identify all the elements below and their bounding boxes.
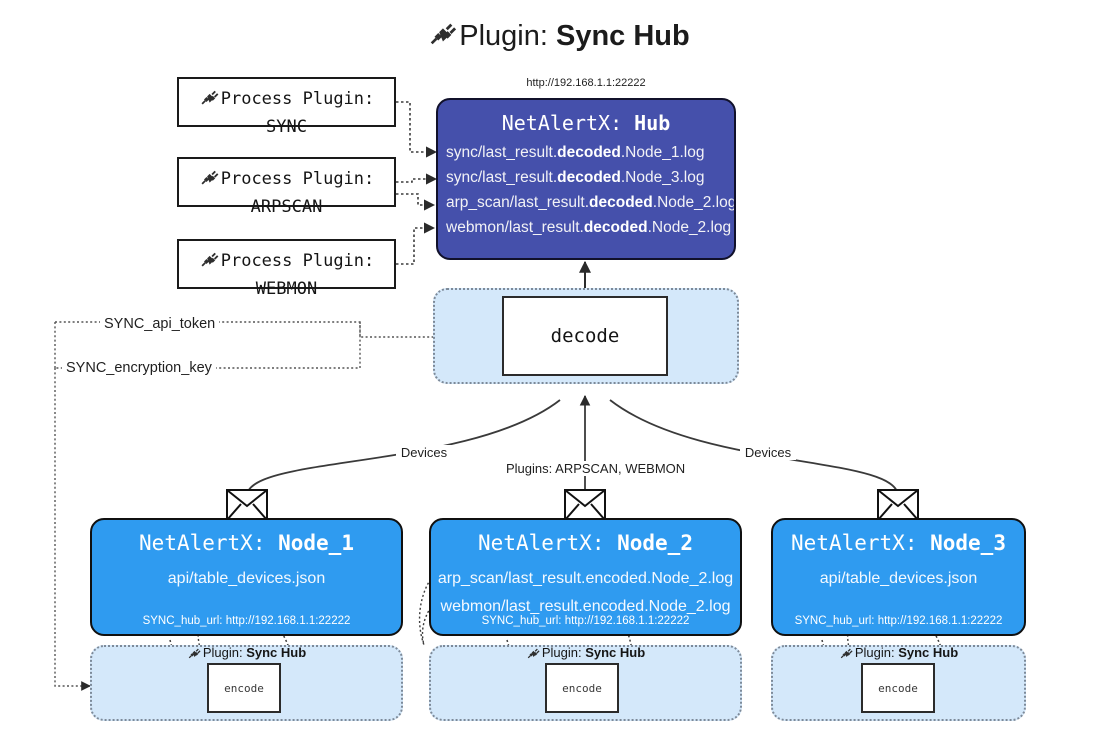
node-line-list: arp_scan/last_result.encoded.Node_2.log … [431,565,740,621]
hub-log-pre: sync/last_result. [446,144,558,161]
node-line-list: api/table_devices.json [92,565,401,593]
plug-icon [427,18,457,59]
process-plugin-box-webmon[interactable]: Process Plugin: WEBMON [177,239,396,299]
process-plugin-title: Process Plugin: [220,89,375,109]
process-plugin-line1: Process Plugin: [179,87,394,115]
hub-log-bold: decoded [557,144,621,161]
node-hub-url: SYNC_hub_url: http://192.168.1.1:22222 [794,615,1003,627]
hub-log-bold: decoded [583,219,648,236]
hub-url: http://192.168.1.1:22222 [526,77,646,89]
hub-box[interactable]: NetAlertX: Hub sync/last_result.decoded.… [436,98,736,260]
hub-log-post: .Node_2.log [652,194,736,211]
encode-box-node-3[interactable]: encode [861,663,935,713]
encode-label: encode [562,681,602,695]
node-line: api/table_devices.json [819,570,978,587]
encode-caption: Plugin: Sync Hub [771,645,1026,663]
page-title-prefix: Plugin: [459,20,556,52]
node-title: NetAlertX: Node_3 [773,527,1024,559]
node-title-prefix: NetAlertX: [478,531,618,555]
hub-log-line: webmon/last_result.decoded.Node_2.log [446,215,734,240]
encode-caption-prefix: Plugin: [202,645,247,660]
hub-title-name: Hub [634,111,671,135]
node-line: webmon/last_result.encoded.Node_2.log [440,598,731,615]
node-title-name: Node_2 [617,531,693,555]
hub-log-list: sync/last_result.decoded.Node_1.log sync… [438,140,734,240]
hub-log-line: arp_scan/last_result.decoded.Node_2.log [446,190,734,215]
process-plugin-name: ARPSCAN [250,197,323,217]
page-title-name: Sync Hub [555,20,690,52]
hub-log-pre: webmon/last_result. [446,219,584,236]
envelope-icon [564,489,606,521]
hub-log-pre: sync/last_result. [446,169,558,186]
node-hub-url: SYNC_hub_url: http://192.168.1.1:22222 [481,615,690,627]
process-plugin-title: Process Plugin: [220,169,375,189]
hub-log-line: sync/last_result.decoded.Node_3.log [446,165,734,190]
encode-label: encode [224,681,264,695]
hub-log-post: .Node_2.log [647,219,732,236]
encode-caption-prefix: Plugin: [541,645,586,660]
node-hub-url: SYNC_hub_url: http://192.168.1.1:22222 [142,615,351,627]
encode-caption: Plugin: Sync Hub [429,645,742,663]
plug-icon [199,167,219,195]
process-plugin-line1: Process Plugin: [179,167,394,195]
envelope-icon [877,489,919,521]
sync-encryption-key-label: SYNC_encryption_key [62,360,216,376]
decode-box[interactable]: decode [502,296,668,376]
hub-title-prefix: NetAlertX: [501,111,635,135]
hub-title: NetAlertX: Hub [438,108,734,138]
process-plugin-line1: Process Plugin: [179,249,394,277]
plug-icon [187,646,201,663]
hub-log-post: .Node_3.log [620,169,705,186]
hub-log-bold: decoded [589,194,653,211]
edge-label-devices-left: Devices [396,445,452,460]
process-plugin-title: Process Plugin: [220,251,375,271]
encode-box-node-2[interactable]: encode [545,663,619,713]
encode-caption-name: Sync Hub [898,645,959,660]
node-title-name: Node_1 [278,531,354,555]
node-box-node-2[interactable]: NetAlertX: Node_2 arp_scan/last_result.e… [429,518,742,636]
process-plugin-name: SYNC [266,117,307,137]
process-plugin-box-sync[interactable]: Process Plugin: SYNC [177,77,396,137]
decode-label: decode [550,325,620,347]
node-line: arp_scan/last_result.encoded.Node_2.log [437,570,734,587]
plug-icon [199,87,219,115]
node-line: api/table_devices.json [167,570,326,587]
encode-caption: Plugin: Sync Hub [90,645,403,663]
envelope-icon [226,489,268,521]
encode-caption-prefix: Plugin: [854,645,899,660]
node-title: NetAlertX: Node_2 [431,527,740,559]
encode-caption-name: Sync Hub [585,645,646,660]
plug-icon [839,646,853,663]
encode-caption-name: Sync Hub [246,645,307,660]
node-box-node-1[interactable]: NetAlertX: Node_1 api/table_devices.json… [90,518,403,636]
node-line-list: api/table_devices.json [773,565,1024,593]
edge-label-devices-right: Devices [740,445,796,460]
node-title-prefix: NetAlertX: [791,531,931,555]
process-plugin-box-arpscan[interactable]: Process Plugin: ARPSCAN [177,157,396,217]
hub-log-bold: decoded [557,169,621,186]
hub-log-line: sync/last_result.decoded.Node_1.log [446,140,734,165]
hub-log-pre: arp_scan/last_result. [446,194,590,211]
node-title-name: Node_3 [930,531,1006,555]
edge-label-plugins: Plugins: ARPSCAN, WEBMON [503,461,685,476]
node-box-node-3[interactable]: NetAlertX: Node_3 api/table_devices.json… [771,518,1026,636]
hub-log-post: .Node_1.log [620,144,705,161]
encode-label: encode [878,681,918,695]
process-plugin-name: WEBMON [255,279,318,299]
sync-api-token-label: SYNC_api_token [100,316,220,332]
plug-icon [199,249,219,277]
node-title: NetAlertX: Node_1 [92,527,401,559]
encode-box-node-1[interactable]: encode [207,663,281,713]
page-title: Plugin: Sync Hub [0,16,1117,59]
plug-icon [526,646,540,663]
node-title-prefix: NetAlertX: [139,531,279,555]
